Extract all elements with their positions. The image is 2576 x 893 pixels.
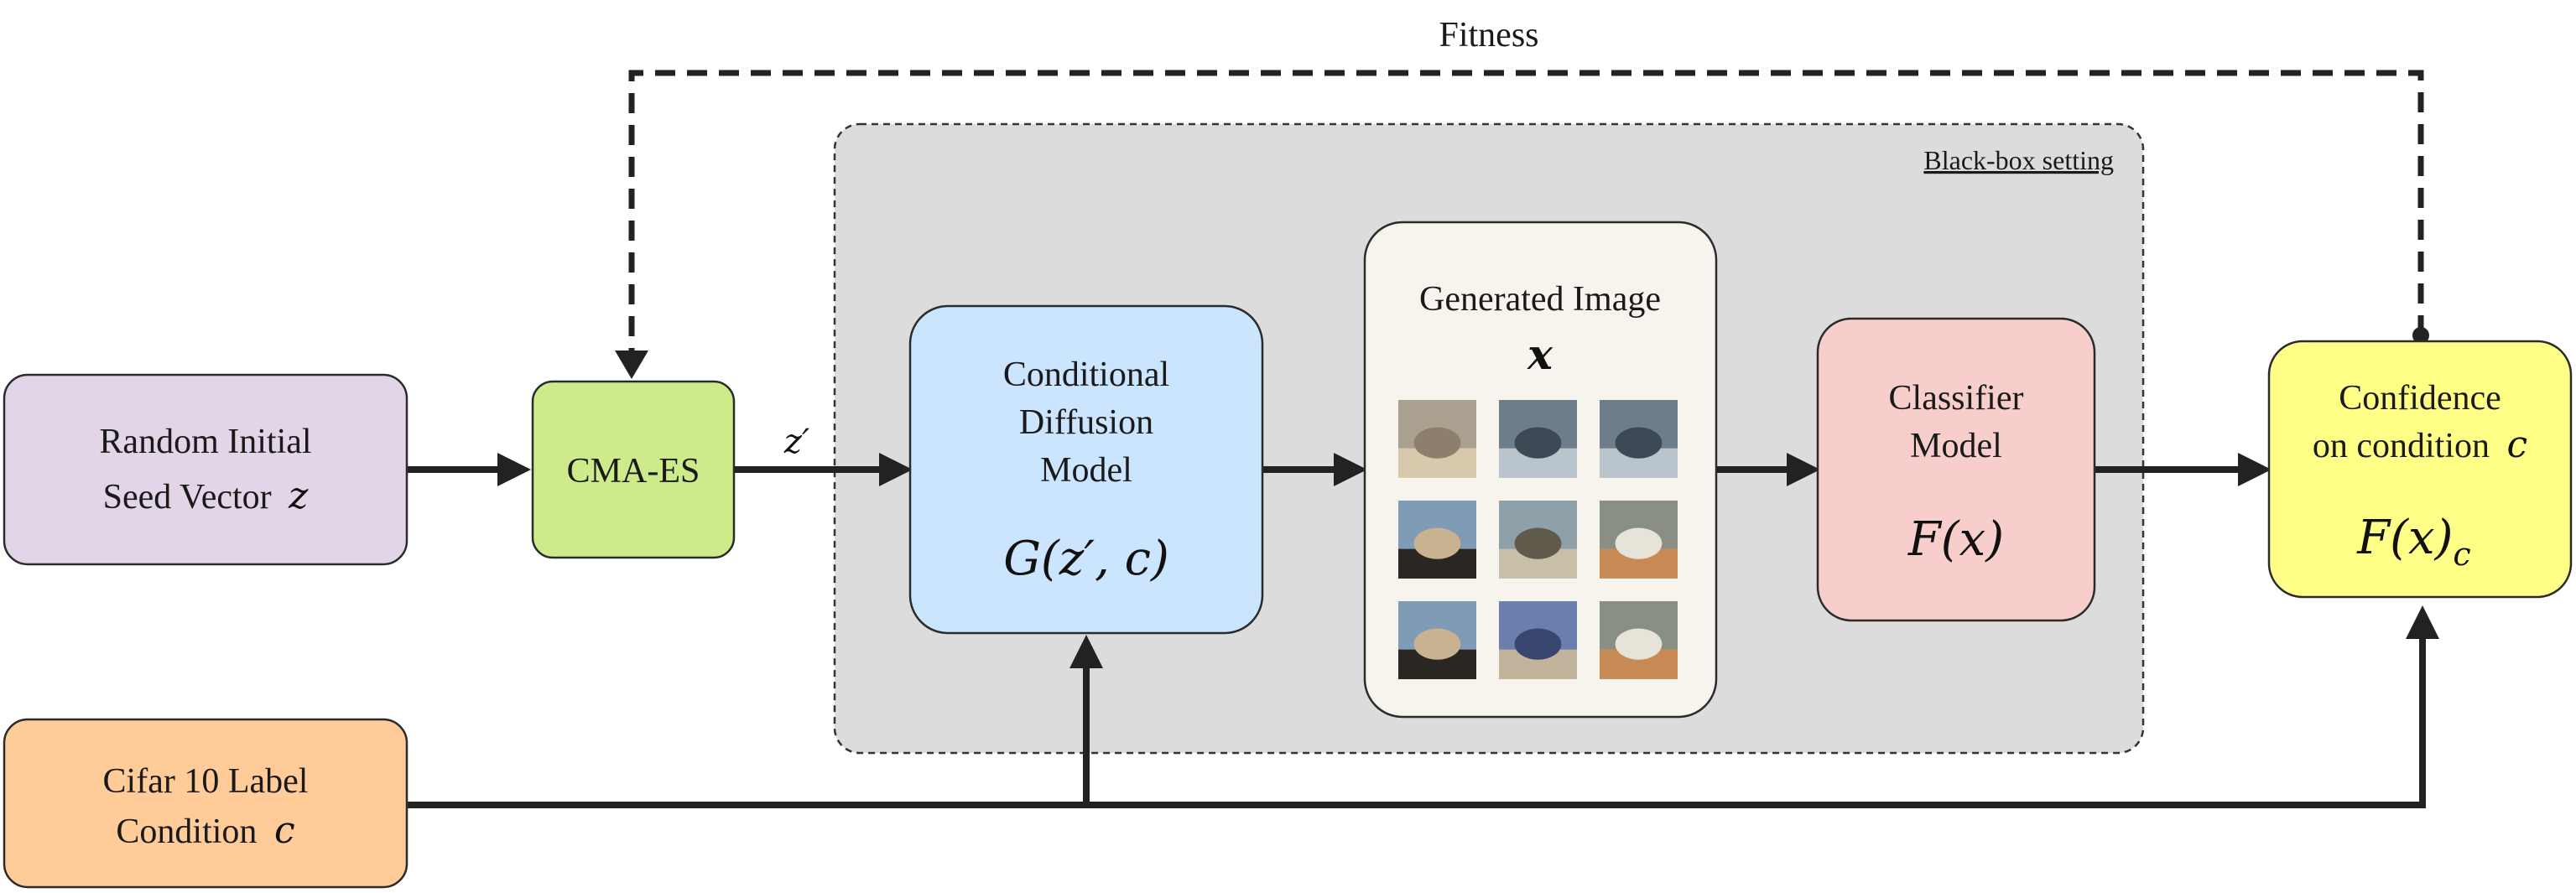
thumbnail-truck	[1600, 601, 1678, 679]
classifier-line2: Model	[1910, 427, 2002, 465]
thumbnail-truck	[1600, 501, 1678, 579]
label-line1: Cifar 10 Label	[103, 762, 309, 801]
label-condition-line	[407, 605, 2439, 808]
generated-image-box: Generated Image x	[1363, 221, 1718, 719]
thumbnail-car	[1600, 400, 1678, 478]
diffusion-line3: Model	[1040, 451, 1132, 490]
thumbnail-horse	[1398, 601, 1476, 679]
fitness-label: Fitness	[1439, 16, 1538, 55]
thumbnail-deer	[1499, 501, 1577, 579]
fitness-feedback-line	[628, 70, 2424, 369]
diffusion-line2: Diffusion	[1019, 403, 1153, 442]
blackbox-label: Black-box setting	[1923, 145, 2114, 175]
diffusion-line1: Conditional	[1003, 356, 1169, 394]
cmaes-box: CMA-ES	[531, 380, 736, 559]
thumbnail-car	[1499, 400, 1577, 478]
diffusion-model-box: Conditional Diffusion Model G(z′, c)	[908, 304, 1264, 635]
confidence-box: Confidence on condition c F(x)c	[2267, 340, 2573, 599]
classifier-model-box: Classifier Model F(x)	[1816, 317, 2096, 622]
thumbnail-horse	[1398, 501, 1476, 579]
cmaes-label: CMA-ES	[567, 452, 700, 491]
label-condition-box: Cifar 10 Label Condition c	[3, 718, 409, 889]
confidence-line1: Confidence	[2339, 379, 2501, 418]
fitness-origin-dot	[2412, 327, 2429, 344]
zprime-label: z′	[783, 423, 809, 461]
seed-vector-box: Random Initial Seed Vector z	[3, 373, 409, 566]
thumbnail-grid	[1398, 400, 1678, 679]
confidence-line2: on condition c	[2313, 423, 2527, 466]
thumbnail-airplane	[1499, 601, 1577, 679]
classifier-formula: F(x)	[1907, 512, 2004, 567]
classifier-line1: Classifier	[1889, 379, 2024, 418]
seed-line2: Seed Vector z	[103, 475, 310, 517]
label-line2: Condition c	[116, 809, 294, 852]
thumbnail-dog	[1398, 400, 1476, 478]
diffusion-formula: G(z′, c)	[1003, 532, 1169, 586]
generated-var: x	[1527, 330, 1553, 379]
confidence-formula: F(x)c	[2356, 511, 2470, 573]
generated-title: Generated Image	[1419, 280, 1661, 319]
seed-line1: Random Initial	[99, 423, 311, 461]
fitness-arrowhead	[615, 350, 648, 379]
